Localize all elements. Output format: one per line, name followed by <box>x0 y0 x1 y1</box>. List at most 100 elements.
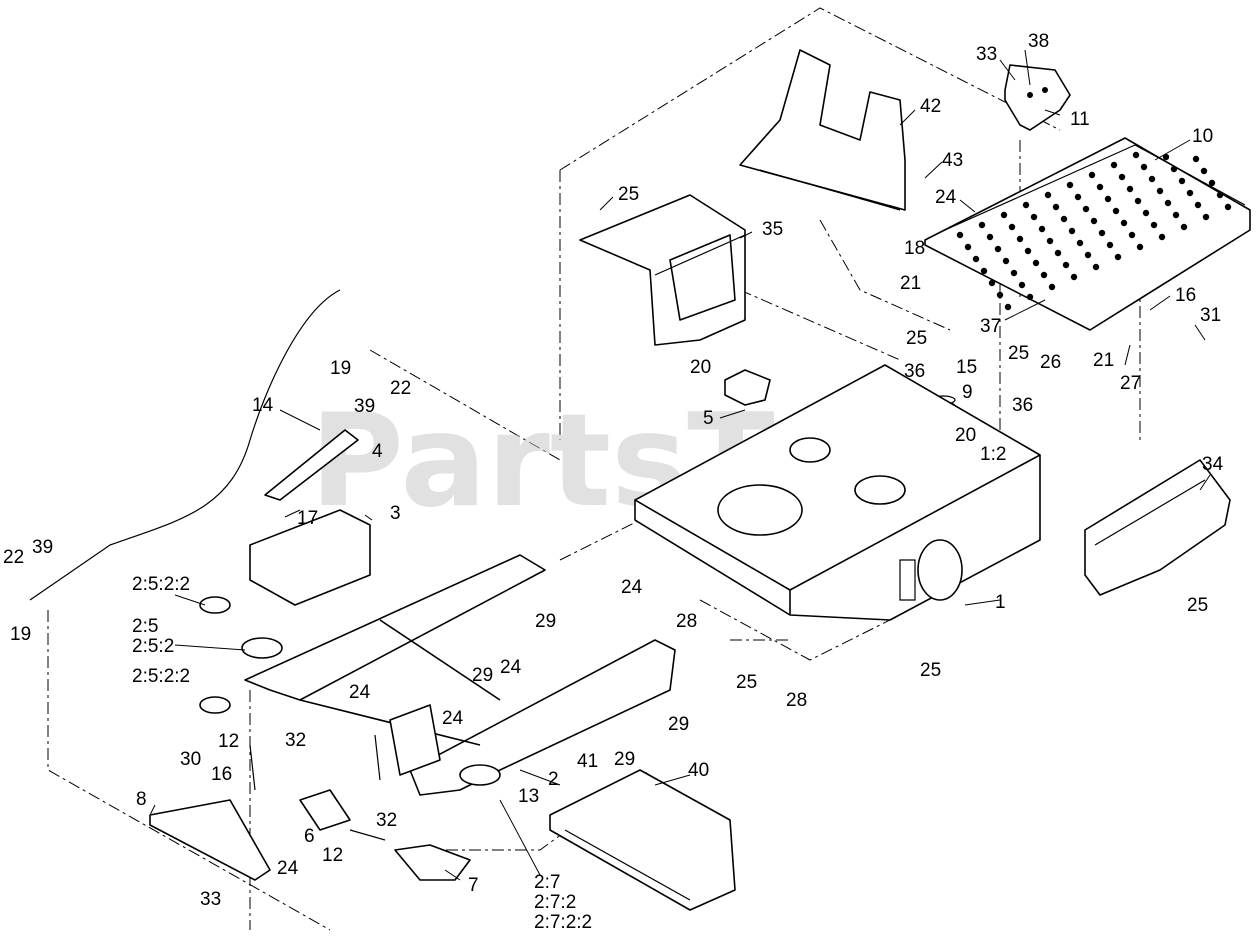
callout-32-bottom: 32 <box>376 810 397 831</box>
part-4-holddown <box>264 429 359 501</box>
callout-37: 37 <box>980 316 1001 337</box>
perforation-hole <box>964 243 972 251</box>
callout-20-right: 20 <box>955 425 976 446</box>
perforation-hole <box>1120 219 1128 227</box>
callout-12-right: 12 <box>322 845 343 866</box>
perforation-hole <box>1002 257 1010 265</box>
perforation-hole <box>1186 189 1194 197</box>
callout-29-d: 29 <box>614 749 635 770</box>
perforation-hole <box>1068 227 1076 235</box>
perforation-hole <box>1090 217 1098 225</box>
callout-2-5-2: 2:5:2 <box>132 636 174 657</box>
perforation-hole <box>1016 235 1024 243</box>
callout-2-7-2-2: 2:7:2:2 <box>534 912 592 933</box>
perforation-hole <box>1132 151 1140 159</box>
perforation-hole <box>972 255 980 263</box>
callout-14: 14 <box>252 395 274 416</box>
part-10-platform <box>924 137 1251 331</box>
callout-41: 41 <box>577 751 598 772</box>
perforation-hole <box>1156 187 1164 195</box>
perforation-hole <box>1062 261 1070 269</box>
callout-24-e: 24 <box>442 708 464 729</box>
part-34-step-plate <box>1084 459 1231 596</box>
callout-19-left: 19 <box>10 624 31 645</box>
callout-36-b: 36 <box>1012 395 1033 416</box>
perforation-hole <box>1200 167 1208 175</box>
perforation-hole <box>1010 269 1018 277</box>
part-3-battery-tray <box>249 509 371 606</box>
callout-21-left: 21 <box>900 273 921 294</box>
perforation-hole <box>1140 163 1148 171</box>
callout-2-7: 2:7 <box>534 872 560 893</box>
part-2-lower-frame <box>241 554 676 796</box>
perforation-hole <box>1158 233 1166 241</box>
callout-25-f: 25 <box>736 672 757 693</box>
callout-13: 13 <box>518 786 539 807</box>
perforation-hole <box>1004 303 1012 311</box>
perforation-hole <box>1142 209 1150 217</box>
callout-19-top: 19 <box>330 358 351 379</box>
callout-38: 38 <box>1028 31 1049 52</box>
callout-42: 42 <box>920 96 941 117</box>
callout-39-top: 39 <box>354 396 375 417</box>
callout-22-top: 22 <box>390 378 411 399</box>
callout-24-a: 24 <box>935 187 957 208</box>
callout-32-top: 32 <box>285 730 306 751</box>
perforation-hole <box>1022 201 1030 209</box>
perforation-hole <box>1104 195 1112 203</box>
callout-25-d: 25 <box>1187 595 1208 616</box>
callout-10: 10 <box>1192 126 1213 147</box>
part-40-tray <box>549 769 736 911</box>
perforation-hole <box>1046 237 1054 245</box>
perforation-hole <box>1084 251 1092 259</box>
assembly-dash-lines <box>47 7 1141 931</box>
callout-2: 2 <box>548 769 559 790</box>
perforation-hole <box>1076 239 1084 247</box>
perforation-hole <box>1180 223 1188 231</box>
callout-26: 26 <box>1040 352 1061 373</box>
callout-29-a: 29 <box>535 611 556 632</box>
callout-11: 11 <box>1070 109 1090 130</box>
perforation-hole <box>1032 259 1040 267</box>
perforation-hole <box>978 221 986 229</box>
perforation-hole <box>1216 191 1224 199</box>
callout-21-right: 21 <box>1093 350 1114 371</box>
perforation-hole <box>986 233 994 241</box>
perforation-hole <box>1110 161 1118 169</box>
callout-40: 40 <box>688 760 709 781</box>
callout-1: 1 <box>995 592 1006 613</box>
perforation-hole <box>1038 225 1046 233</box>
bushings <box>199 596 231 714</box>
perforation-hole <box>1150 221 1158 229</box>
callout-12-left: 12 <box>218 731 239 752</box>
perforation-hole <box>1070 273 1078 281</box>
callout-5: 5 <box>703 408 714 429</box>
perforation-hole <box>1066 181 1074 189</box>
part-7-bracket <box>394 844 471 881</box>
perforation-hole <box>1030 213 1038 221</box>
perforation-hole <box>1178 177 1186 185</box>
perforation-hole <box>1048 283 1056 291</box>
perforation-hole <box>1192 155 1200 163</box>
callout-25-e: 25 <box>920 660 941 681</box>
callout-3: 3 <box>390 503 401 524</box>
perforation-hole <box>1194 201 1202 209</box>
callout-16-left: 16 <box>211 764 232 785</box>
callout-16-right: 16 <box>1175 285 1196 306</box>
perforation-hole <box>956 231 964 239</box>
callout-2-5-2-2-lower: 2:5:2:2 <box>132 666 190 687</box>
callout-15: 15 <box>956 357 977 378</box>
perforation-hole <box>1052 203 1060 211</box>
perforation-hole <box>1224 203 1232 211</box>
callout-28-a: 28 <box>676 611 697 632</box>
callout-1-2: 1:2 <box>980 444 1006 465</box>
callout-36-a: 36 <box>904 361 925 382</box>
perforation-hole <box>1092 263 1100 271</box>
perforation-hole <box>1060 215 1068 223</box>
perforation-hole <box>1202 213 1210 221</box>
callout-34: 34 <box>1202 454 1224 475</box>
part-6-bracket <box>299 789 351 831</box>
perforation-hole <box>1126 185 1134 193</box>
leader-lines <box>149 49 1211 881</box>
callout-29-c: 29 <box>668 714 689 735</box>
